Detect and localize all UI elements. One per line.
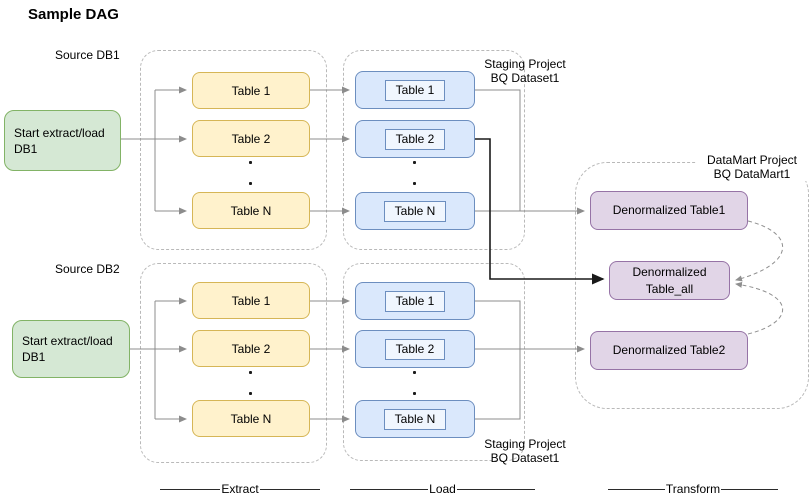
stage-line [608,488,665,490]
extract-table-2-db2: Table 2 [192,330,310,367]
stage-transform-label: Transform [665,482,721,496]
stage-line [721,488,779,490]
load-table-2-db1: Table 2 [355,120,475,158]
extract-table-n-db1: Table N [192,192,310,229]
load-table-1-db2-inner: Table 1 [384,290,446,312]
stage-extract-label: Extract [221,482,259,496]
stage-line [160,488,221,490]
load-table-1-db2: Table 1 [355,282,475,320]
stage-transform: Transform [608,481,779,497]
stage-load: Load [350,481,536,497]
stage-line [259,488,320,490]
ellipsis-dots [249,392,252,395]
load-table-n-db2-inner: Table N [383,408,447,430]
extract-table-n-db2: Table N [192,400,310,437]
load-table-n-db1-inner: Table N [383,200,447,222]
load-table-2-db2: Table 2 [355,330,475,368]
denormalized-table2-node: Denormalized Table2 [590,331,748,370]
ellipsis-dots [413,161,416,164]
load-table-n-db2: Table N [355,400,475,438]
stage-line [350,488,429,490]
diagram-title: Sample DAG [28,6,119,23]
extract-table-1-db1: Table 1 [192,72,310,109]
stage-line [456,488,536,490]
transform-group [575,162,809,409]
denormalized-table1-node: Denormalized Table1 [590,191,748,230]
stage-load-label: Load [429,482,456,496]
extract-table-1-db2: Table 1 [192,282,310,319]
ellipsis-dots [413,182,416,185]
ellipsis-dots [413,392,416,395]
load-table-1-db1: Table 1 [355,71,475,109]
source-db2-label: Source DB2 [55,262,120,276]
datamart-label: DataMart Project BQ DataMart1 [697,153,807,181]
ellipsis-dots [249,182,252,185]
load-table-2-db2-inner: Table 2 [384,338,446,360]
ellipsis-dots [249,371,252,374]
load-table-1-db1-inner: Table 1 [384,79,446,101]
load-group-db2 [343,263,525,461]
load-table-n-db1: Table N [355,192,475,230]
ellipsis-dots [249,161,252,164]
staging-label-db2: Staging Project BQ Dataset1 [484,437,566,465]
load-table-2-db1-inner: Table 2 [384,128,446,150]
extract-table-2-db1: Table 2 [192,120,310,157]
staging-label-db1: Staging Project BQ Dataset1 [484,57,566,85]
stage-extract: Extract [160,481,320,497]
source-db1-label: Source DB1 [55,48,120,62]
ellipsis-dots [413,371,416,374]
